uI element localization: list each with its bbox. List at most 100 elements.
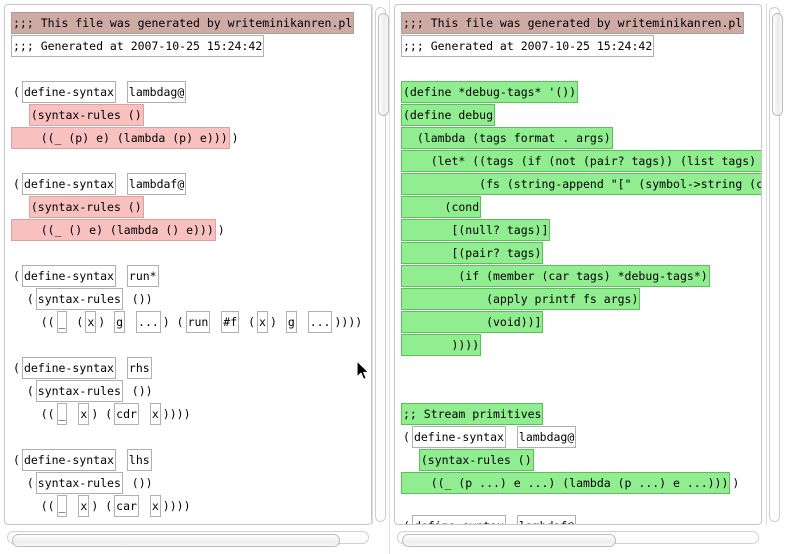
code-line[interactable]: (cond: [395, 195, 761, 218]
diff-boxed-token[interactable]: cdr: [114, 402, 139, 425]
diff-boxed-token[interactable]: define-syntax: [411, 514, 506, 524]
code-line[interactable]: (define-syntax lambdag@: [395, 425, 761, 448]
code-line[interactable]: (lambda (tags format . args): [395, 126, 761, 149]
diff-boxed-token[interactable]: rhs: [126, 356, 152, 379]
diff-boxed-token[interactable]: lambdaf@: [516, 514, 577, 524]
diff-added-token[interactable]: (fs (string-append "[" (symbol->string (…: [401, 172, 761, 195]
code-line[interactable]: (syntax-rules (): [5, 103, 371, 126]
diff-removed-token[interactable]: ((_ () e) (lambda () e))): [11, 218, 216, 241]
code-line[interactable]: (define *debug-tags* '()): [395, 80, 761, 103]
right-hscroll-thumb[interactable]: [402, 534, 616, 547]
code-line[interactable]: (void))]: [395, 310, 761, 333]
diff-removed-token[interactable]: ((_ (p) e) (lambda (p) e))): [11, 126, 230, 149]
diff-boxed-token[interactable]: g: [114, 310, 126, 333]
code-line[interactable]: ((_ x) (cdr x)))): [5, 402, 371, 425]
code-line[interactable]: (syntax-rules (): [395, 448, 761, 471]
code-line[interactable]: [(pair? tags): [395, 241, 761, 264]
code-line[interactable]: ;;; This file was generated by writemini…: [5, 11, 371, 34]
code-line[interactable]: (syntax-rules (): [5, 195, 371, 218]
code-line[interactable]: (define-syntax lambdag@: [5, 80, 371, 103]
right-vertical-scrollbar[interactable]: [766, 4, 783, 525]
diff-boxed-token[interactable]: syntax-rules: [35, 287, 123, 310]
diff-boxed-token[interactable]: x: [257, 310, 268, 333]
diff-removed-token[interactable]: (syntax-rules (): [28, 103, 144, 126]
diff-added-token[interactable]: (define debug: [401, 103, 496, 126]
diff-boxed-token[interactable]: ;;; Generated at 2007-10-25 15:24:42: [11, 34, 265, 57]
diff-boxed-token[interactable]: define-syntax: [21, 172, 116, 195]
diff-boxed-token[interactable]: x: [85, 310, 97, 333]
right-code-area[interactable]: ;;; This file was generated by writemini…: [395, 5, 761, 524]
diff-boxed-token[interactable]: define-syntax: [21, 356, 116, 379]
code-line[interactable]: (apply printf fs args): [395, 287, 761, 310]
code-line[interactable]: ((_ (p) e) (lambda (p) e)))): [5, 126, 371, 149]
left-vscroll-thumb[interactable]: [378, 13, 389, 116]
diff-changed-token[interactable]: ;;; This file was generated by writemini…: [11, 11, 355, 34]
code-line[interactable]: (define-syntax lambdaf@: [395, 514, 761, 524]
left-hscroll-track[interactable]: [7, 531, 369, 547]
code-line[interactable]: ((_ (p ...) e ...) (lambda (p ...) e ...…: [395, 471, 761, 494]
code-line[interactable]: ((_ (x) g ...) (run #f (x) g ...)))): [5, 310, 371, 333]
code-line[interactable]: ;;; This file was generated by writemini…: [395, 11, 761, 34]
code-line[interactable]: (let* ((tags (if (not (pair? tags)) (lis…: [395, 149, 761, 172]
diff-added-token[interactable]: (define *debug-tags* '()): [401, 80, 579, 103]
diff-boxed-token[interactable]: x: [149, 494, 161, 517]
diff-boxed-token[interactable]: run: [185, 310, 211, 333]
diff-boxed-token[interactable]: define-syntax: [21, 448, 116, 471]
diff-changed-token[interactable]: ;;; This file was generated by writemini…: [401, 11, 745, 34]
code-line[interactable]: (fs (string-append "[" (symbol->string (…: [395, 172, 761, 195]
diff-removed-token[interactable]: (syntax-rules (): [28, 195, 144, 218]
left-hscroll-thumb[interactable]: [12, 534, 340, 547]
left-vscroll-track[interactable]: [375, 7, 389, 522]
diff-boxed-token[interactable]: _: [56, 402, 68, 425]
code-line[interactable]: (define-syntax rhs: [5, 356, 371, 379]
right-vscroll-track[interactable]: [769, 7, 783, 522]
code-line[interactable]: (syntax-rules ()): [5, 379, 371, 402]
code-line[interactable]: (define-syntax lambdaf@: [5, 172, 371, 195]
right-vscroll-thumb[interactable]: [772, 13, 783, 116]
diff-added-token[interactable]: ((_ (p ...) e ...) (lambda (p ...) e ...…: [401, 471, 731, 494]
diff-boxed-token[interactable]: run*: [126, 264, 159, 287]
code-line[interactable]: ((_ x) (car x)))): [5, 494, 371, 517]
left-code-area[interactable]: ;;; This file was generated by writemini…: [5, 5, 371, 524]
diff-boxed-token[interactable]: lambdag@: [516, 425, 577, 448]
diff-boxed-token[interactable]: x: [149, 402, 161, 425]
diff-boxed-token[interactable]: car: [114, 494, 139, 517]
code-line[interactable]: [(null? tags)]: [395, 218, 761, 241]
diff-added-token[interactable]: [(pair? tags): [401, 241, 544, 264]
code-line[interactable]: ;;; Generated at 2007-10-25 15:24:42: [395, 34, 761, 57]
code-line[interactable]: (if (member (car tags) *debug-tags*): [395, 264, 761, 287]
diff-boxed-token[interactable]: _: [56, 310, 68, 333]
diff-boxed-token[interactable]: x: [78, 402, 90, 425]
code-line[interactable]: )))): [395, 333, 761, 356]
diff-added-token[interactable]: (apply printf fs args): [401, 287, 641, 310]
diff-boxed-token[interactable]: ...: [136, 310, 161, 333]
diff-boxed-token[interactable]: define-syntax: [21, 264, 116, 287]
diff-boxed-token[interactable]: lambdag@: [126, 80, 187, 103]
right-hscroll-track[interactable]: [397, 531, 759, 547]
diff-boxed-token[interactable]: lambdaf@: [126, 172, 187, 195]
diff-boxed-token[interactable]: x: [78, 494, 90, 517]
diff-boxed-token[interactable]: ...: [307, 310, 333, 333]
code-line[interactable]: (define-syntax lhs: [5, 448, 371, 471]
diff-added-token[interactable]: [(null? tags)]: [401, 218, 551, 241]
left-horizontal-scrollbar[interactable]: [4, 530, 372, 547]
right-horizontal-scrollbar[interactable]: [394, 530, 762, 547]
diff-boxed-token[interactable]: lhs: [126, 448, 152, 471]
diff-boxed-token[interactable]: define-syntax: [21, 80, 116, 103]
code-line[interactable]: (syntax-rules ()): [5, 471, 371, 494]
code-line[interactable]: ((_ () e) (lambda () e)))): [5, 218, 371, 241]
diff-added-token[interactable]: ;; Stream primitives: [401, 402, 544, 425]
diff-added-token[interactable]: (syntax-rules (): [418, 448, 534, 471]
left-vertical-scrollbar[interactable]: [372, 4, 389, 525]
diff-added-token[interactable]: (cond: [401, 195, 482, 218]
diff-boxed-token[interactable]: syntax-rules: [35, 379, 123, 402]
code-line[interactable]: (syntax-rules ()): [5, 287, 371, 310]
diff-added-token[interactable]: (if (member (car tags) *debug-tags*): [401, 264, 710, 287]
code-line[interactable]: (define debug: [395, 103, 761, 126]
diff-added-token[interactable]: (void))]: [401, 310, 544, 333]
diff-boxed-token[interactable]: ;;; Generated at 2007-10-25 15:24:42: [401, 34, 655, 57]
diff-boxed-token[interactable]: define-syntax: [411, 425, 506, 448]
diff-boxed-token[interactable]: _: [56, 494, 68, 517]
diff-boxed-token[interactable]: #f: [221, 310, 240, 333]
diff-added-token[interactable]: )))): [401, 333, 482, 356]
